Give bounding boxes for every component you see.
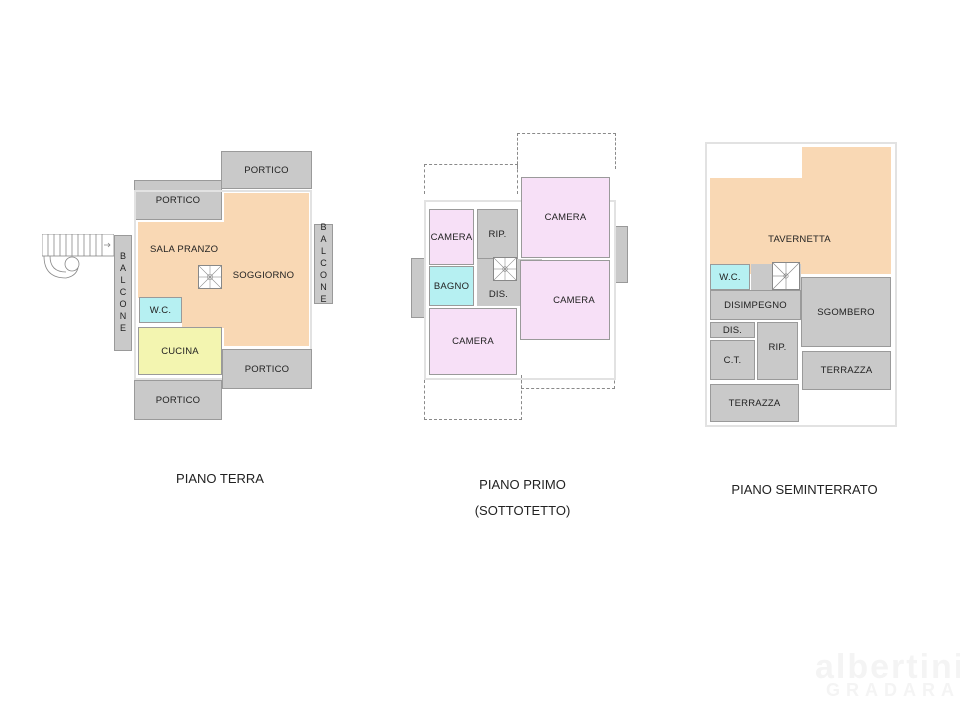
building-outline-primo xyxy=(424,200,616,380)
watermark-subtitle: GRADARA xyxy=(826,680,960,700)
ct: C.T. xyxy=(710,340,755,380)
watermark-logo: albertini xyxy=(815,648,960,686)
plan-subtitle-piano-primo: (SOTTOTETTO) xyxy=(474,503,571,518)
camera-bottom-left: CAMERA xyxy=(429,308,517,375)
bagno: BAGNO xyxy=(429,266,474,306)
camera-top-right: CAMERA xyxy=(521,177,610,258)
plan-title-piano-terra: PIANO TERRA xyxy=(176,471,264,486)
external-staircase xyxy=(41,233,115,284)
rip-primo: RIP. xyxy=(477,209,518,259)
tavernetta-label-area: TAVERNETTA xyxy=(768,233,831,245)
wc-terra: W.C. xyxy=(139,297,182,323)
side-balcony-left xyxy=(411,258,425,318)
cucina: CUCINA xyxy=(138,327,222,375)
roof-outline-top xyxy=(517,133,616,169)
internal-staircase-seminterrato xyxy=(772,262,800,290)
side-balcony-right xyxy=(614,226,628,283)
plan-title-piano-seminterrato: PIANO SEMINTERRATO xyxy=(731,482,878,497)
portico-bottom-right: PORTICO xyxy=(222,349,312,389)
terrazza-right: TERRAZZA xyxy=(802,351,891,390)
soggiorno: SOGGIORNO xyxy=(224,193,309,346)
dis-seminterrato: DIS. xyxy=(710,322,755,338)
portico-top-right: PORTICO xyxy=(221,151,312,189)
portico-top-left: PORTICO xyxy=(134,180,222,220)
roof-outline-left xyxy=(424,164,518,194)
balcone-right: BALCONE xyxy=(314,222,333,306)
portico-bottom-left: PORTICO xyxy=(134,380,222,420)
balcone-left: BALCONE xyxy=(114,235,132,351)
roof-outline-bottom-right xyxy=(521,375,615,389)
internal-staircase-primo xyxy=(493,257,517,281)
tavernetta-main xyxy=(802,147,891,274)
roof-outline-bottom xyxy=(424,380,522,420)
sala-pranzo-extension xyxy=(182,296,226,328)
camera-right: CAMERA xyxy=(520,260,610,340)
terrazza-left: TERRAZZA xyxy=(710,384,799,422)
internal-staircase xyxy=(198,265,222,289)
plan-title-piano-primo: PIANO PRIMO xyxy=(479,477,566,492)
tavernetta xyxy=(710,178,807,274)
wc-seminterrato: W.C. xyxy=(710,264,750,290)
disimpegno: DISIMPEGNO xyxy=(710,290,801,320)
camera-top-left: CAMERA xyxy=(429,209,474,265)
sgombero: SGOMBERO xyxy=(801,277,891,347)
building-outline-seminterrato xyxy=(705,142,897,427)
rip-seminterrato: RIP. xyxy=(757,322,798,380)
